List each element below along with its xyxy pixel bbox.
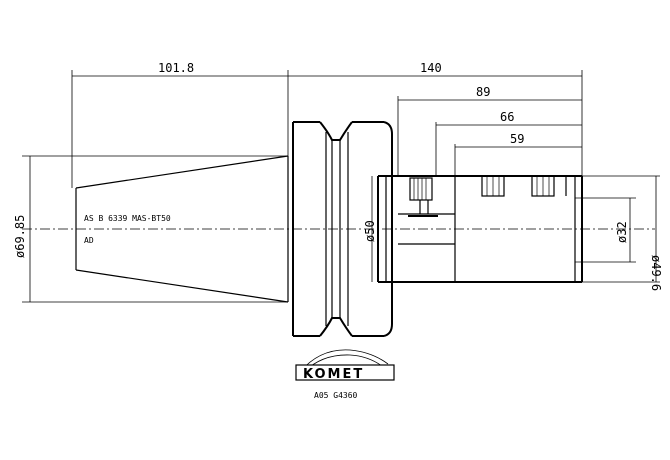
dim-89: 89 bbox=[476, 85, 490, 99]
dim-59: 59 bbox=[510, 132, 524, 146]
dim-dia-69-85: ø69.85 bbox=[13, 215, 27, 258]
standard-label: AS B 6339 MAS-BT50 bbox=[84, 214, 171, 223]
dim-dia-32: ø32 bbox=[615, 221, 629, 243]
dimension-lines bbox=[22, 70, 660, 303]
dim-140: 140 bbox=[420, 61, 442, 75]
logo-brand: KOMET bbox=[303, 367, 364, 382]
ad-label: AD bbox=[84, 236, 94, 245]
flange bbox=[292, 121, 393, 337]
body-grooves bbox=[481, 175, 567, 197]
logo-code: A05 G4360 bbox=[314, 391, 358, 400]
adapter-body bbox=[377, 175, 583, 283]
dim-101-8: 101.8 bbox=[158, 61, 194, 75]
dim-66: 66 bbox=[500, 110, 514, 124]
set-screw bbox=[408, 177, 438, 217]
taper-shank bbox=[75, 155, 289, 303]
komet-logo: KOMET bbox=[295, 349, 395, 382]
dim-dia-49-6: ø49.6 bbox=[649, 255, 663, 291]
dim-dia-50: ø50 bbox=[363, 220, 377, 242]
